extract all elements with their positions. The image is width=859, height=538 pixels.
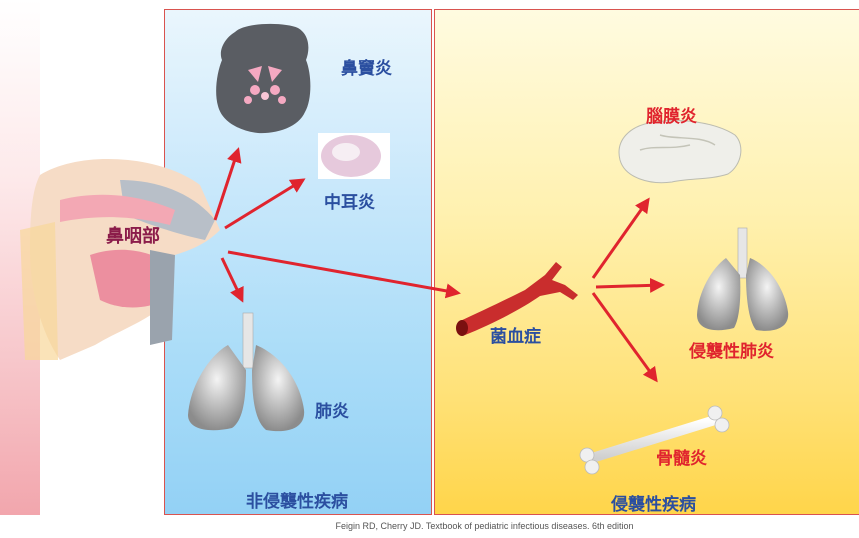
arrow-to-sinusitis bbox=[215, 150, 238, 220]
arrow-to-invasive-pneumonia bbox=[596, 285, 662, 287]
osteomyelitis-label: 骨髓炎 bbox=[656, 444, 707, 469]
head-cross-section-illustration bbox=[20, 159, 220, 360]
sinusitis-label: 鼻竇炎 bbox=[341, 54, 392, 79]
otitis-media-label: 中耳炎 bbox=[324, 188, 375, 213]
brain-illustration bbox=[619, 121, 741, 183]
arrow-to-osteomyelitis bbox=[593, 293, 656, 380]
middle-ear-image bbox=[318, 133, 390, 179]
citation: Feigin RD, Cherry JD. Textbook of pediat… bbox=[0, 521, 859, 531]
lungs-illustration-right bbox=[697, 228, 788, 331]
nasopharynx-label: 鼻咽部 bbox=[106, 222, 160, 248]
pneumonia-label: 肺炎 bbox=[315, 397, 349, 422]
sinus-head-illustration bbox=[216, 24, 310, 133]
arrows bbox=[215, 150, 662, 380]
meningitis-label: 腦膜炎 bbox=[646, 102, 697, 127]
arrow-to-meningitis bbox=[593, 200, 648, 278]
bacteremia-label: 菌血症 bbox=[490, 322, 541, 347]
non-invasive-disease-label: 非侵襲性疾病 bbox=[246, 487, 348, 512]
arrow-to-pneumonia bbox=[222, 258, 242, 300]
invasive-disease-label: 侵襲性疾病 bbox=[611, 490, 696, 515]
arrow-to-bacteremia bbox=[228, 252, 458, 293]
arrow-to-otitis-media bbox=[225, 180, 303, 228]
invasive-pneumonia-label: 侵襲性肺炎 bbox=[689, 337, 774, 362]
lungs-illustration-left bbox=[188, 313, 304, 431]
